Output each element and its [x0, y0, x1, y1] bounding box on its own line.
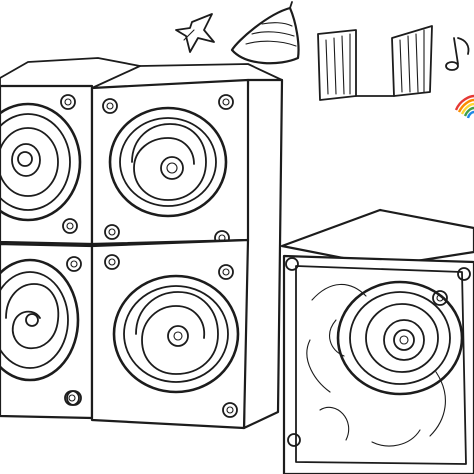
cone-hat-icon	[230, 1, 300, 65]
speaker-icon	[336, 280, 464, 396]
music-note-icon	[445, 37, 470, 71]
speaker-icon	[112, 274, 240, 394]
speaker-icon	[108, 106, 228, 218]
speaker-cabinet-top-left	[0, 84, 94, 246]
rainbow-icon	[454, 94, 474, 119]
speaker-box-right	[280, 208, 474, 474]
speaker-cabinet-bottom-right	[66, 238, 250, 430]
speaker-cabinet-top-right	[90, 78, 250, 246]
speaker-cabinet-bottom-left	[0, 242, 94, 420]
frame-doodle	[317, 25, 433, 101]
speaker-stack-left	[0, 57, 284, 430]
star-icon	[175, 13, 215, 53]
speaker-icon	[0, 258, 80, 382]
speaker-icon	[0, 102, 82, 222]
